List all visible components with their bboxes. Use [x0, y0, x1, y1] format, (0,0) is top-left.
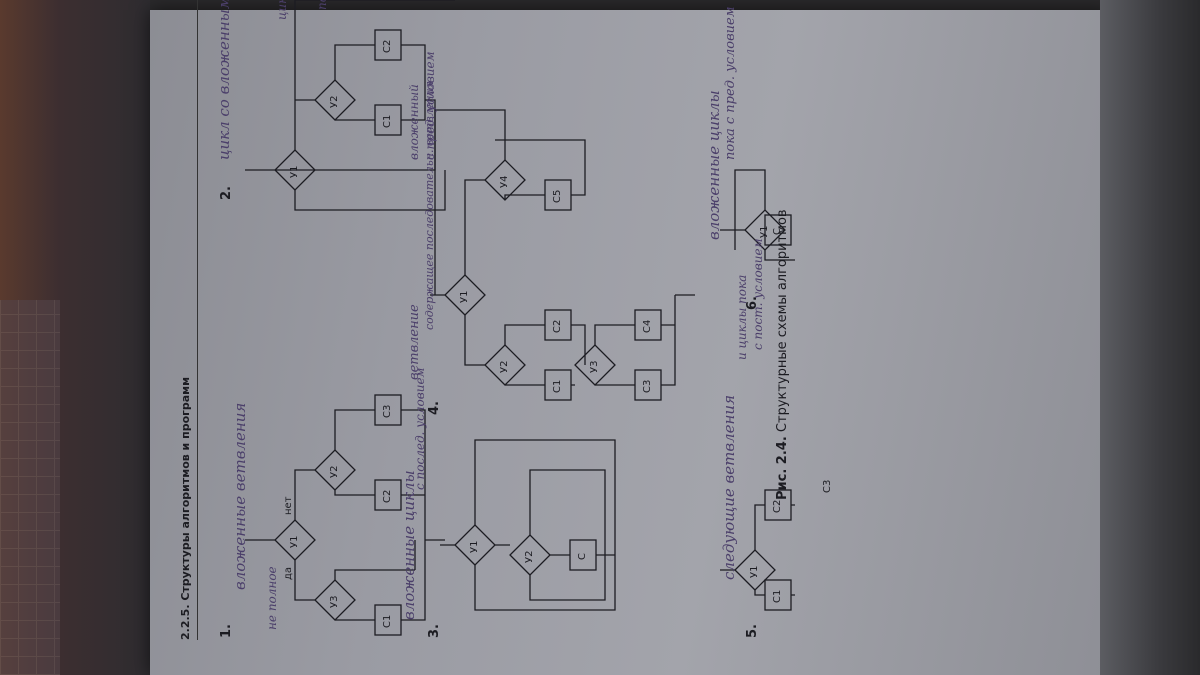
label-yes: да	[283, 566, 294, 580]
handwriting-4: ветвление	[407, 304, 422, 380]
flowcharts	[245, 0, 795, 636]
block-d4-c4: С4	[642, 319, 653, 333]
block-d4-u4: У4	[499, 175, 510, 188]
block-d6-u1: У1	[759, 225, 770, 238]
block-d2-u2: У2	[329, 95, 340, 108]
block-d4-c1: С1	[552, 379, 563, 393]
block-d1-u1: У1	[289, 535, 300, 548]
handwriting-3: вложенные циклы	[400, 470, 418, 620]
handwriting-6b: пока с пред. условием	[723, 6, 738, 161]
handwriting-4d: с пред. условием	[423, 51, 437, 160]
block-d3-u1: У1	[469, 540, 480, 553]
block-d4-c3: С3	[642, 379, 653, 393]
block-d5-c2: С2	[772, 499, 783, 513]
page-content: 2.2.5. Структуры алгоритмов и программ 7…	[175, 0, 1075, 640]
block-d4-u2: У2	[499, 360, 510, 373]
block-d5-c3: С3	[822, 479, 833, 493]
handwriting-2c: полное ветвление	[315, 0, 329, 10]
handwriting-4c: вложенный	[407, 84, 421, 160]
block-d4-u1: У1	[459, 290, 470, 303]
handwriting-5: следующие ветвления	[720, 394, 738, 580]
handwriting-6: вложенные циклы	[705, 90, 723, 240]
block-d4-c2: С2	[552, 319, 563, 333]
handwriting-6d: с пост. условием	[751, 238, 765, 350]
handwriting-3b: с послед. условием	[413, 367, 427, 491]
handwriting-1: вложенные ветвления	[231, 402, 249, 590]
book-page	[150, 10, 1110, 675]
label-no: нет	[283, 496, 294, 515]
block-d5-u1: У1	[749, 565, 760, 578]
block-d1-c3: С3	[382, 404, 393, 418]
block-d3-c: С	[577, 553, 588, 560]
block-d5-c1: С1	[772, 589, 783, 603]
graph-paper	[0, 300, 60, 675]
figure-caption: Рис. 2.4. Структурные схемы алгоритмов	[775, 209, 790, 500]
figure-caption-text: Структурные схемы алгоритмов	[775, 209, 790, 433]
block-d1-u2: У2	[329, 465, 340, 478]
handwriting-1b: не полное	[265, 566, 279, 630]
block-d1-u3: У3	[329, 595, 340, 608]
block-d2-c1: С1	[382, 114, 393, 128]
block-d4-u3: У3	[589, 360, 600, 373]
block-d4-c5: С5	[552, 189, 563, 203]
handwriting-2: цикл со вложенным ветвлением	[215, 0, 233, 160]
block-d3-u2: У2	[524, 550, 535, 563]
block-d1-c2: С2	[382, 489, 393, 503]
handwriting-2b: цикл со следующим	[275, 0, 289, 20]
handwriting-6c: и циклы пока	[735, 274, 749, 360]
block-d2-u1: У1	[289, 165, 300, 178]
block-d2-c2: С2	[382, 39, 393, 53]
book-edge	[1100, 0, 1200, 675]
figure-caption-label: Рис. 2.4.	[775, 436, 790, 500]
block-d1-c1: С1	[382, 614, 393, 628]
